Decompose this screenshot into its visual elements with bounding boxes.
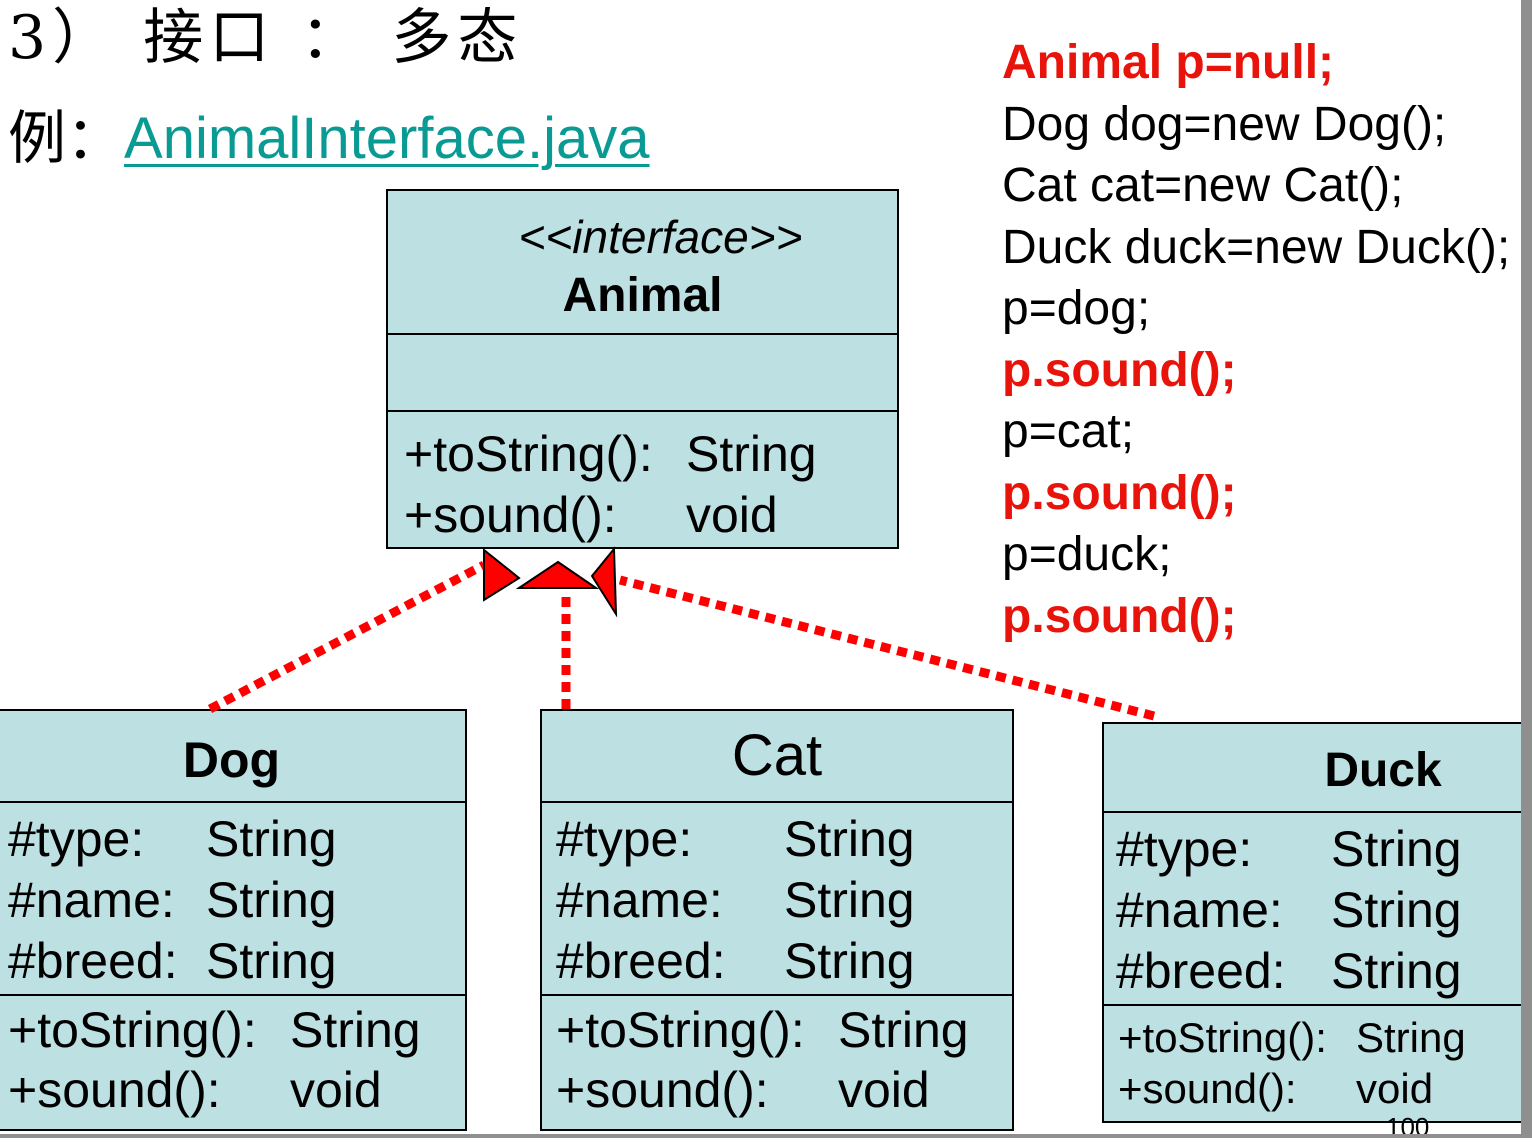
attribute-row: #name: String <box>556 870 1012 931</box>
example-prefix: 例： <box>8 104 125 172</box>
operation-name: +toString(): <box>1118 1014 1327 1061</box>
interface-attributes-section <box>388 333 897 410</box>
duck-arrowhead <box>590 546 618 618</box>
class-operations-section: +toString(): String +sound(): void <box>0 994 465 1120</box>
operation-name: +toString(): <box>404 426 653 482</box>
attribute-type: String <box>1331 821 1462 877</box>
operation-name: +sound(): <box>8 1062 221 1118</box>
operation-type: void <box>290 1062 382 1118</box>
class-name: Cat <box>731 723 823 788</box>
attribute-name: #breed: <box>8 933 178 989</box>
operation-row: +toString(): String <box>1118 1012 1522 1063</box>
cat-class-box: Cat #type: String #name: String #breed: Str… <box>540 709 1014 1131</box>
operation-name: +sound(): <box>404 487 617 543</box>
slide-heading: 3） 接口 ： 多态 <box>8 3 524 73</box>
operation-type: void <box>686 487 778 543</box>
code-listing: Animal p=null; Dog dog=new Dog(); Cat ca… <box>1002 32 1510 647</box>
class-name: Duck <box>1324 744 1442 797</box>
operation-type: void <box>838 1062 930 1118</box>
class-operations-section: +toString(): String +sound(): void <box>1104 1004 1522 1114</box>
attribute-row: #type: String <box>1116 819 1522 880</box>
operation-type: String <box>838 1002 969 1058</box>
code-line: p.sound(); <box>1002 589 1237 643</box>
attribute-type: String <box>784 933 915 989</box>
operation-type: String <box>686 426 817 482</box>
attribute-name: #type: <box>1116 821 1253 877</box>
dog-class-box: Dog #type: String #name: String #breed: Str… <box>0 709 467 1131</box>
attribute-name: #type: <box>8 811 145 867</box>
attribute-type: String <box>206 811 337 867</box>
class-operations-section: +toString(): String +sound(): void <box>542 994 1012 1120</box>
code-line: Dog dog=new Dog(); <box>1002 97 1447 151</box>
code-line: p.sound(); <box>1002 343 1237 397</box>
attribute-name: #breed: <box>556 933 726 989</box>
operation-row: +toString(): String <box>556 1000 1012 1060</box>
attribute-type: String <box>1331 943 1462 999</box>
attribute-type: String <box>784 872 915 928</box>
operation-name: +sound(): <box>556 1062 769 1118</box>
class-attributes-section: #type: String #name: String #breed: String <box>542 801 1012 994</box>
interface-name-section: <<interface>> Animal <box>388 191 897 333</box>
code-line: Cat cat=new Cat(); <box>1002 159 1404 212</box>
attribute-row: #type: String <box>8 809 465 870</box>
operation-row: +sound(): void <box>556 1060 1012 1120</box>
right-scrollbar-edge <box>1521 0 1532 1138</box>
bottom-edge <box>0 1134 1532 1138</box>
code-line: p=cat; <box>1002 405 1135 458</box>
example-file-link[interactable]: AnimalInterface.java <box>124 106 650 171</box>
attribute-row: #type: String <box>556 809 1012 870</box>
duck-realization-line <box>618 575 1156 721</box>
class-name: Dog <box>182 732 281 788</box>
attribute-name: #name: <box>8 872 175 928</box>
operation-row: +toString(): String <box>404 424 897 485</box>
code-line: p=dog; <box>1002 282 1151 335</box>
dog-arrowhead <box>483 547 521 602</box>
dog-realization-line <box>207 561 487 713</box>
attribute-type: String <box>206 933 337 989</box>
operation-type: String <box>290 1002 421 1058</box>
attribute-type: String <box>1331 882 1462 938</box>
animal-interface-box: <<interface>> Animal +toString(): String … <box>386 189 899 549</box>
interface-stereotype: <<interface>> <box>518 211 803 263</box>
attribute-row: #breed: String <box>1116 941 1522 1002</box>
duck-class-box: Duck #type: String #name: String #breed: St… <box>1102 722 1524 1123</box>
class-attributes-section: #type: String #name: String #breed: String <box>1104 811 1522 1004</box>
operation-row: +sound(): void <box>1118 1063 1522 1114</box>
code-line: p.sound(); <box>1002 466 1237 520</box>
class-attributes-section: #type: String #name: String #breed: String <box>0 801 465 994</box>
attribute-row: #name: String <box>8 870 465 931</box>
attribute-name: #type: <box>556 811 693 867</box>
operation-row: +toString(): String <box>8 1000 465 1060</box>
operation-type: String <box>1356 1014 1466 1061</box>
code-line: Animal p=null; <box>1002 36 1335 89</box>
operation-name: +toString(): <box>8 1002 257 1058</box>
operation-name: +toString(): <box>556 1002 805 1058</box>
attribute-row: #name: String <box>1116 880 1522 941</box>
operation-row: +sound(): void <box>404 485 897 546</box>
cat-arrowhead <box>515 560 600 589</box>
attribute-name: #name: <box>556 872 723 928</box>
attribute-name: #name: <box>1116 882 1283 938</box>
attribute-row: #breed: String <box>8 931 465 992</box>
attribute-type: String <box>784 811 915 867</box>
code-line: Duck duck=new Duck(); <box>1002 220 1511 274</box>
interface-name: Animal <box>562 269 723 322</box>
attribute-name: #breed: <box>1116 943 1286 999</box>
interface-operations-section: +toString(): String +sound(): void <box>388 410 897 546</box>
operation-type: void <box>1356 1065 1434 1112</box>
code-line: p=duck; <box>1002 528 1172 581</box>
attribute-type: String <box>206 872 337 928</box>
attribute-row: #breed: String <box>556 931 1012 992</box>
operation-row: +sound(): void <box>8 1060 465 1120</box>
operation-name: +sound(): <box>1118 1065 1297 1112</box>
example-line: 例：AnimalInterface.java <box>8 100 650 177</box>
